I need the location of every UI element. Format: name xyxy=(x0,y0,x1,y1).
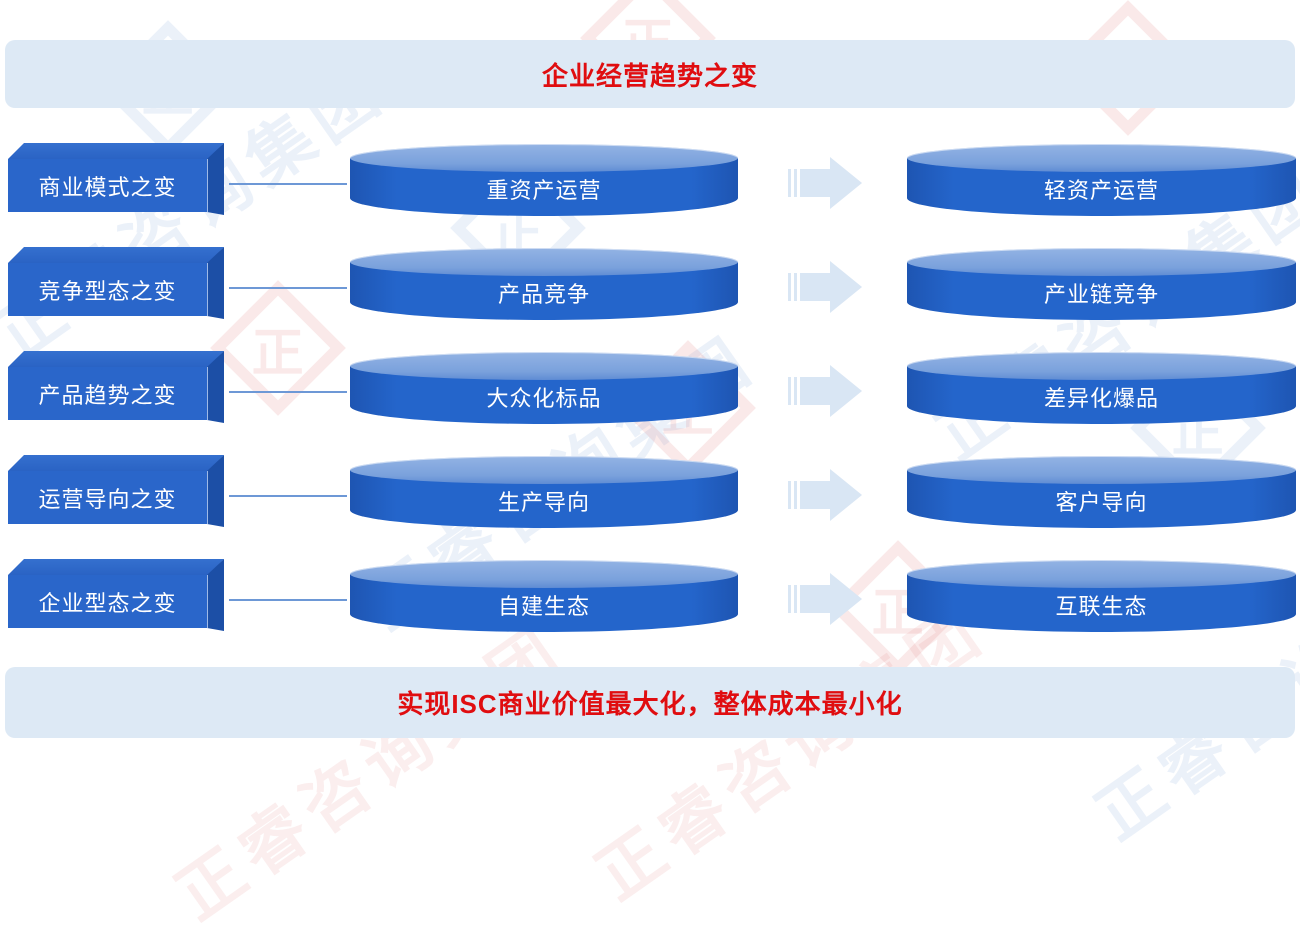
to-cylinder: 差异化爆品 xyxy=(907,352,1296,424)
box-side-face xyxy=(207,143,224,215)
transition-arrow-icon xyxy=(788,261,862,313)
to-label: 客户导向 xyxy=(1055,490,1148,515)
box-side-face xyxy=(207,351,224,423)
box-front-face: 产品趋势之变 xyxy=(8,367,208,420)
to-label: 产业链竞争 xyxy=(1043,282,1159,307)
box-top-face xyxy=(8,247,224,263)
category-label: 产品趋势之变 xyxy=(38,382,177,408)
category-label: 企业型态之变 xyxy=(38,590,177,616)
to-label: 差异化爆品 xyxy=(1043,386,1159,411)
cylinder-top-face xyxy=(350,456,738,484)
from-label: 生产导向 xyxy=(497,490,590,515)
from-cylinder: 重资产运营 xyxy=(350,144,738,216)
box-front-face: 企业型态之变 xyxy=(8,575,208,628)
box-front-face: 竞争型态之变 xyxy=(8,263,208,316)
cylinder-top-face xyxy=(350,248,738,276)
footer-banner: 实现ISC商业价值最大化，整体成本最小化 xyxy=(5,667,1295,738)
box-top-face xyxy=(8,455,224,471)
from-cylinder: 生产导向 xyxy=(350,456,738,528)
from-label: 重资产运营 xyxy=(486,178,602,203)
to-cylinder: 轻资产运营 xyxy=(907,144,1296,216)
footer-title: 实现ISC商业价值最大化，整体成本最小化 xyxy=(397,689,903,719)
connector-line xyxy=(229,495,347,497)
to-cylinder: 产业链竞争 xyxy=(907,248,1296,320)
to-cylinder: 客户导向 xyxy=(907,456,1296,528)
cylinder-top-face xyxy=(907,560,1296,588)
box-front-face: 运营导向之变 xyxy=(8,471,208,524)
trend-row: 商业模式之变 重资产运营 轻资产运营 xyxy=(0,130,1300,234)
from-label: 大众化标品 xyxy=(486,386,602,411)
to-label: 轻资产运营 xyxy=(1043,178,1159,203)
box-top-face xyxy=(8,351,224,367)
cylinder-top-face xyxy=(907,456,1296,484)
connector-line xyxy=(229,183,347,185)
trend-row: 运营导向之变 生产导向 客户导向 xyxy=(0,442,1300,546)
from-label: 产品竞争 xyxy=(497,282,590,307)
trend-row: 竞争型态之变 产品竞争 产业链竞争 xyxy=(0,234,1300,338)
from-cylinder: 产品竞争 xyxy=(350,248,738,320)
category-box: 产品趋势之变 xyxy=(8,351,224,423)
header-banner: 企业经营趋势之变 xyxy=(5,40,1295,108)
box-side-face xyxy=(207,559,224,631)
transition-arrow-icon xyxy=(788,365,862,417)
box-side-face xyxy=(207,455,224,527)
category-box: 企业型态之变 xyxy=(8,559,224,631)
trend-row: 企业型态之变 自建生态 互联生态 xyxy=(0,546,1300,650)
box-top-face xyxy=(8,143,224,159)
box-front-face: 商业模式之变 xyxy=(8,159,208,212)
category-label: 运营导向之变 xyxy=(38,486,177,512)
cylinder-top-face xyxy=(907,248,1296,276)
box-side-face xyxy=(207,247,224,319)
connector-line xyxy=(229,287,347,289)
connector-line xyxy=(229,599,347,601)
category-label: 商业模式之变 xyxy=(38,174,177,200)
transition-arrow-icon xyxy=(788,469,862,521)
box-top-face xyxy=(8,559,224,575)
page-title: 企业经营趋势之变 xyxy=(541,60,758,91)
cylinder-top-face xyxy=(350,144,738,172)
cylinder-top-face xyxy=(350,560,738,588)
trend-row: 产品趋势之变 大众化标品 差异化爆品 xyxy=(0,338,1300,442)
category-label: 竞争型态之变 xyxy=(38,278,177,304)
to-cylinder: 互联生态 xyxy=(907,560,1296,632)
to-label: 互联生态 xyxy=(1055,594,1148,619)
from-cylinder: 大众化标品 xyxy=(350,352,738,424)
cylinder-top-face xyxy=(907,352,1296,380)
transition-arrow-icon xyxy=(788,573,862,625)
from-cylinder: 自建生态 xyxy=(350,560,738,632)
connector-line xyxy=(229,391,347,393)
category-box: 竞争型态之变 xyxy=(8,247,224,319)
category-box: 运营导向之变 xyxy=(8,455,224,527)
cylinder-top-face xyxy=(350,352,738,380)
category-box: 商业模式之变 xyxy=(8,143,224,215)
from-label: 自建生态 xyxy=(497,594,590,619)
rows-container: 商业模式之变 重资产运营 轻资产运营 竞争型态之变 产品竞争 产业链 xyxy=(0,130,1300,650)
cylinder-top-face xyxy=(907,144,1296,172)
transition-arrow-icon xyxy=(788,157,862,209)
